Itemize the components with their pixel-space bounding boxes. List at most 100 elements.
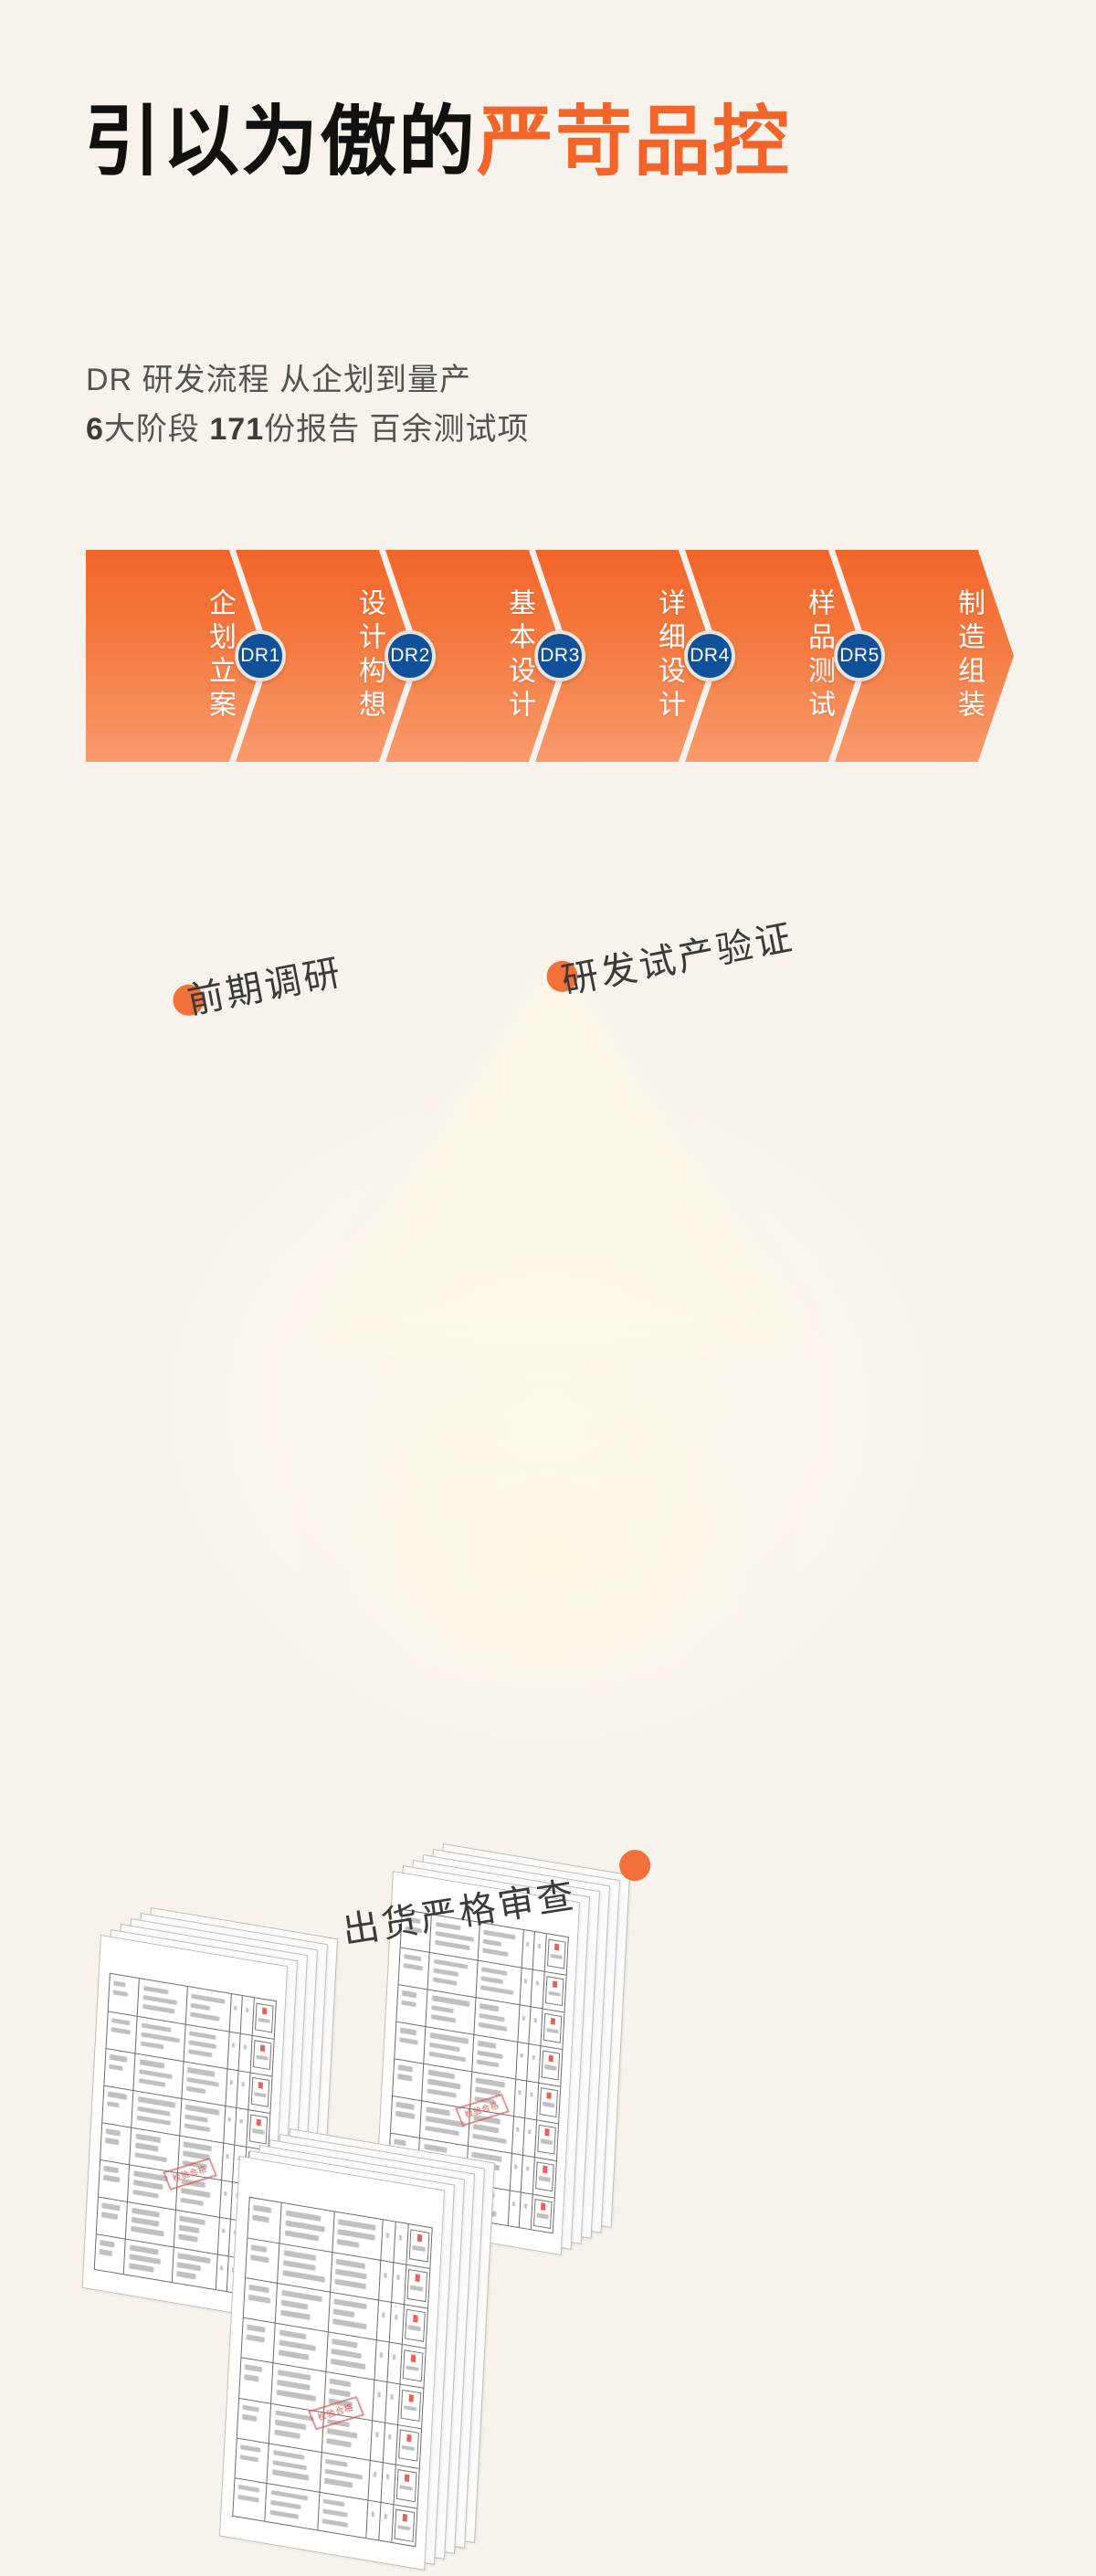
report-text-line xyxy=(249,2285,269,2293)
report-text-line xyxy=(279,2340,316,2351)
report-text-line xyxy=(142,2004,174,2014)
report-sheet-front[interactable]: 检验合格 xyxy=(219,2156,445,2571)
report-text-line xyxy=(326,2459,348,2468)
report-red-seal-icon xyxy=(408,2394,413,2402)
dr-badge-1[interactable]: DR1 xyxy=(235,630,286,681)
report-check-mark xyxy=(390,2394,394,2400)
report-red-seal-icon xyxy=(551,2018,555,2025)
report-status-chip xyxy=(547,1938,566,1969)
report-text-line xyxy=(333,2318,367,2329)
report-text-line xyxy=(176,2271,196,2279)
report-text-line xyxy=(186,2076,218,2086)
report-check-mark xyxy=(536,1980,540,1986)
report-red-seal-icon xyxy=(260,2044,265,2052)
report-check-mark xyxy=(528,2128,532,2134)
report-text-line xyxy=(255,2092,267,2097)
report-text-line xyxy=(399,2037,417,2045)
report-text-line xyxy=(248,2295,270,2304)
report-text-line xyxy=(191,1993,226,2004)
report-check-mark xyxy=(384,2514,387,2519)
report-text-line xyxy=(480,2003,499,2011)
report-text-line xyxy=(400,2028,416,2035)
report-text-line xyxy=(180,2197,204,2206)
report-text-line xyxy=(134,2152,167,2162)
report-text-line xyxy=(110,2054,127,2062)
report-text-line xyxy=(334,2299,367,2310)
report-text-line xyxy=(543,2102,554,2107)
report-text-line xyxy=(410,2286,423,2292)
report-text-line xyxy=(477,2050,503,2059)
report-status-chip xyxy=(537,2124,556,2154)
report-red-seal-icon xyxy=(541,2203,545,2211)
report-text-line xyxy=(143,1985,168,1994)
report-text-line xyxy=(238,2494,259,2502)
report-text-line xyxy=(100,2249,113,2256)
dr-badge-4[interactable]: DR4 xyxy=(684,630,735,681)
report-text-line xyxy=(113,1980,126,1987)
report-text-line xyxy=(280,2330,307,2340)
report-status-chip xyxy=(255,2002,274,2032)
report-status-chip xyxy=(405,2309,426,2342)
report-text-line xyxy=(243,2404,259,2412)
report-text-line xyxy=(253,2205,271,2213)
report-text-line xyxy=(132,2217,159,2226)
report-text-line xyxy=(394,2139,406,2146)
subtitle-line-1: DR 研发流程 从企划到量产 xyxy=(86,356,530,406)
report-status-chip xyxy=(395,2469,416,2502)
report-text-line xyxy=(241,2444,261,2453)
report-status-chip xyxy=(533,2199,553,2229)
report-red-seal-icon xyxy=(411,2354,416,2362)
page-subtitle: DR 研发流程 从企划到量产 6大阶段 171份报告 百余测试项 xyxy=(86,356,530,454)
report-status-chip xyxy=(398,2429,419,2462)
report-text-line xyxy=(253,2214,269,2222)
report-check-mark xyxy=(521,2053,524,2058)
report-text-line xyxy=(473,2124,500,2133)
dr-badge-2[interactable]: DR2 xyxy=(385,630,436,681)
report-text-line xyxy=(251,2244,267,2252)
report-check-mark xyxy=(519,2090,522,2096)
report-check-mark xyxy=(377,2392,381,2398)
dr-badge-5[interactable]: DR5 xyxy=(834,630,885,681)
shipping-review-report-stack[interactable]: 检验合格 xyxy=(239,2156,505,2576)
report-status-chip xyxy=(248,2114,268,2144)
report-text-line xyxy=(187,2067,216,2076)
subtitle-report-unit: 份报告 百余测试项 xyxy=(264,412,529,447)
report-status-chip xyxy=(400,2389,421,2422)
report-text-line xyxy=(251,2254,269,2263)
subtitle-report-count: 171 xyxy=(209,412,264,447)
flow-stage-6-label: 制造组装 xyxy=(954,588,984,723)
report-text-line xyxy=(142,1994,176,2004)
report-text-line xyxy=(402,1990,416,1998)
report-text-line xyxy=(132,2189,158,2198)
report-text-line xyxy=(136,2115,170,2125)
report-check-mark xyxy=(385,2474,389,2479)
dr-badge-3[interactable]: DR3 xyxy=(534,630,585,681)
report-text-line xyxy=(240,2455,258,2463)
report-text-line xyxy=(322,2518,347,2528)
report-text-line xyxy=(242,2414,257,2422)
report-red-seal-icon xyxy=(545,2128,550,2136)
report-status-chip xyxy=(251,2077,270,2107)
report-text-line xyxy=(330,2379,351,2388)
report-text-line xyxy=(109,2064,122,2071)
report-text-line xyxy=(479,2022,507,2031)
report-text-line xyxy=(544,2064,556,2070)
report-red-seal-icon xyxy=(406,2434,411,2443)
report-check-mark xyxy=(534,2018,538,2023)
report-text-line xyxy=(103,2166,118,2173)
report-text-line xyxy=(270,2509,299,2519)
report-text-line xyxy=(403,1963,422,1971)
report-text-line xyxy=(431,2005,453,2013)
report-text-line xyxy=(335,2279,366,2289)
report-text-line xyxy=(482,1938,501,1947)
report-text-line xyxy=(425,2125,459,2136)
subtitle-stage-unit: 大阶段 xyxy=(104,412,209,447)
report-text-line xyxy=(323,2508,348,2518)
report-check-mark xyxy=(222,2228,226,2233)
report-check-mark xyxy=(227,2154,230,2159)
report-text-line xyxy=(271,2490,308,2501)
report-check-mark xyxy=(244,2044,248,2050)
report-text-line xyxy=(257,2054,269,2060)
report-text-line xyxy=(133,2180,163,2190)
report-page: 检验合格 xyxy=(220,2157,445,2571)
